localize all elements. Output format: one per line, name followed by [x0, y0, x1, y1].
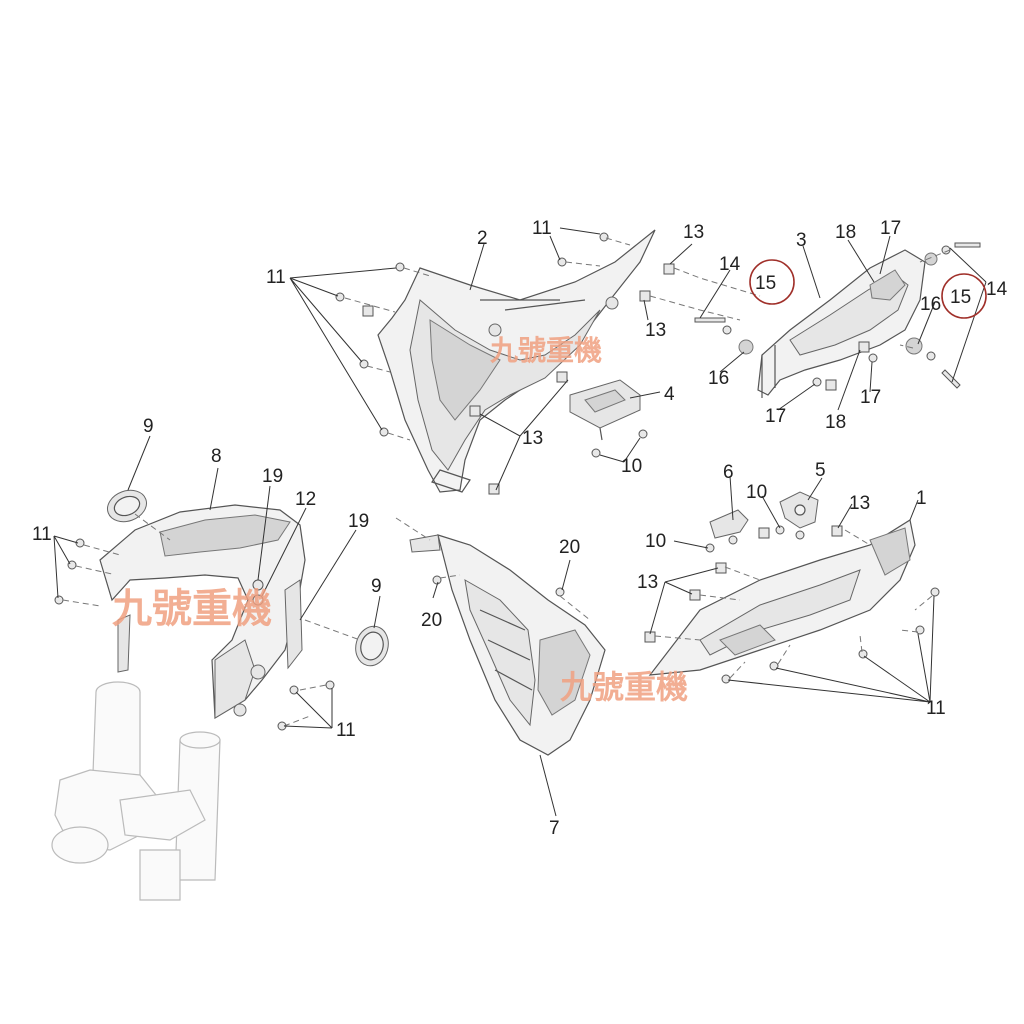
label-part-13: 13: [637, 572, 658, 593]
label-part-9: 9: [143, 416, 154, 437]
leader-lines: [53, 227, 987, 817]
watermark-left: 九號重機: [112, 586, 272, 632]
label-part-8: 8: [211, 446, 222, 467]
watermark-top: 九號重機: [490, 334, 602, 367]
part-4-bracket: [569, 379, 641, 441]
highlight-circles: [749, 259, 987, 319]
front-fork-ghost: [51, 681, 221, 901]
label-part-7: 7: [549, 818, 560, 839]
label-part-17: 17: [880, 218, 901, 239]
label-part-10: 10: [746, 482, 767, 503]
label-part-14: 14: [719, 254, 741, 275]
assembly-dashed-lines: [62, 237, 951, 727]
label-part-18: 18: [835, 222, 856, 243]
label-part-2: 2: [477, 228, 488, 249]
label-part-1: 1: [916, 488, 927, 509]
label-part-11: 11: [32, 524, 52, 545]
label-part-4: 4: [664, 384, 675, 405]
part-labels: 11 11 2 13 13 4 13 10 14 15 3 18 17 16 1…: [32, 218, 1008, 839]
label-part-12: 12: [295, 489, 316, 510]
label-part-10: 10: [621, 456, 642, 477]
label-part-16: 16: [920, 294, 941, 315]
part-6-bracket: [709, 509, 749, 539]
part-9-caps: [107, 489, 389, 667]
label-part-17: 17: [860, 387, 881, 408]
fasteners: [54, 232, 981, 731]
label-part-3: 3: [796, 230, 807, 251]
highlight-circle-right: [941, 273, 987, 319]
label-part-10: 10: [645, 531, 666, 552]
highlight-circle-left: [749, 259, 795, 305]
label-part-11: 11: [926, 698, 946, 719]
part-8-front-mudguard: [99, 504, 306, 720]
label-part-17: 17: [765, 406, 786, 427]
label-part-19: 19: [262, 466, 283, 487]
label-part-11: 11: [532, 218, 552, 239]
label-part-20: 20: [559, 537, 580, 558]
part-2-side-fairing: [377, 229, 656, 493]
part-3-right-fairing: [757, 249, 926, 398]
part-1-right-lower-cover: [648, 519, 916, 676]
label-part-6: 6: [723, 462, 734, 483]
label-part-20: 20: [421, 610, 442, 631]
label-part-15: 15: [755, 273, 776, 294]
part-7-lower-cover: [409, 534, 606, 756]
label-part-16: 16: [708, 368, 729, 389]
label-part-13: 13: [522, 428, 543, 449]
label-part-9: 9: [371, 576, 382, 597]
label-part-13: 13: [849, 493, 870, 514]
watermark-right: 九號重機: [560, 668, 688, 706]
label-part-13: 13: [683, 222, 704, 243]
label-part-14: 14: [986, 279, 1008, 300]
label-part-13: 13: [645, 320, 666, 341]
label-part-15: 15: [950, 287, 971, 308]
label-part-11: 11: [266, 267, 286, 288]
label-part-11: 11: [336, 720, 356, 741]
part-5-bracket: [779, 491, 819, 529]
label-part-18: 18: [825, 412, 846, 433]
label-part-19: 19: [348, 511, 369, 532]
label-part-5: 5: [815, 460, 826, 481]
